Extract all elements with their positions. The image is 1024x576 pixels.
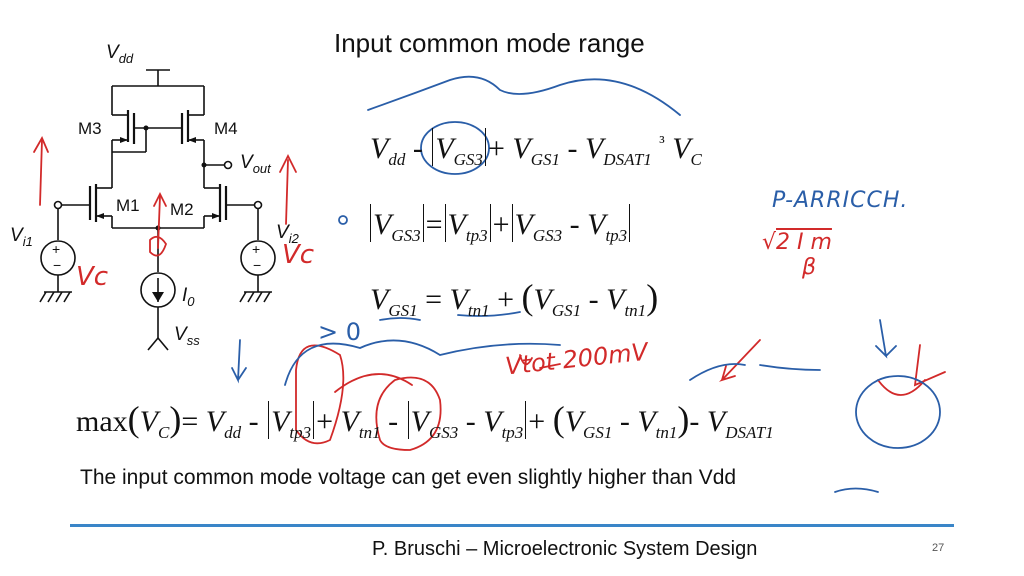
vdd-label: Vdd — [106, 42, 134, 66]
handwritten-p-arricch: P-ARRICCH. — [772, 188, 909, 213]
vss-label: Vss — [174, 324, 200, 348]
i0-label: I0 — [182, 285, 195, 309]
vi2-label: Vi2 — [276, 222, 299, 246]
vout-label: Vout — [240, 152, 271, 176]
m4-label: M4 — [214, 119, 238, 138]
red-arrow-left — [39, 139, 43, 206]
equation-2: VGS3=Vtp3+VGS3 - Vtp3 — [368, 204, 632, 246]
m1-label: M1 — [116, 196, 140, 215]
vi2-minus: − — [253, 257, 262, 273]
handwritten-vc-right: Vc — [282, 240, 315, 270]
footer-text: P. Bruschi – Microelectronic System Desi… — [372, 538, 758, 560]
handwritten-gt0: > 0 — [318, 318, 362, 346]
vi1-plus: + — [52, 241, 61, 257]
handwritten-vc-left: Vc — [76, 262, 109, 292]
vi1-label: Vi1 — [10, 225, 33, 249]
equation-max-vc: max(VC)= Vdd - Vtp3+ Vtn1 - VGS3 - Vtp3+… — [76, 399, 774, 442]
note-text: The input common mode voltage can get ev… — [80, 466, 737, 489]
m2-label: M2 — [170, 200, 194, 219]
m3-label: M3 — [78, 119, 102, 138]
equation-3: VGS1 = Vtn1 + (VGS1 - Vtn1) — [370, 277, 659, 320]
vi2-plus: + — [252, 241, 261, 257]
vi1-minus: − — [53, 257, 62, 273]
page-number: 27 — [932, 542, 945, 554]
equation-1: Vdd - VGS3+ VGS1 - VDSAT1 ³ VC — [370, 128, 702, 170]
footer-rule — [70, 524, 954, 527]
slide-title: Input common mode range — [334, 28, 645, 58]
